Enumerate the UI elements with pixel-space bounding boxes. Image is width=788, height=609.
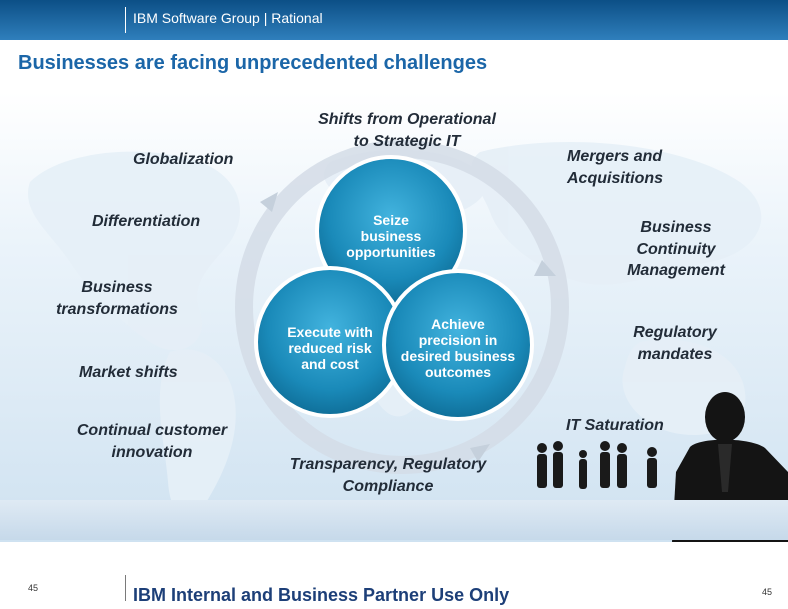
label-regulatory-mandates: Regulatory mandates: [633, 324, 717, 363]
circle-achieve: [382, 269, 534, 421]
label-business-transformations: Business transformations: [56, 279, 178, 318]
header-separator: [125, 7, 126, 33]
header-text: IBM Software Group | Rational: [133, 10, 323, 26]
world-map-background: [0, 92, 788, 542]
page-number-left: 45: [28, 583, 39, 593]
label-market-shifts: Market shifts: [79, 364, 178, 381]
footer-text: IBM Internal and Business Partner Use On…: [133, 585, 510, 605]
ring-arrow-bottom-icon: [470, 444, 490, 462]
bottom-band: [0, 500, 788, 540]
page-title: Businesses are facing unprecedented chal…: [18, 52, 488, 74]
label-globalization: Globalization: [133, 151, 234, 168]
header-band: [0, 0, 788, 40]
label-transparency-compliance: Transparency, Regulatory Compliance: [289, 456, 487, 495]
page-number-right: 45: [762, 587, 773, 597]
circle-text-execute: Execute with reduced risk and cost: [287, 324, 373, 373]
people-silhouettes-icon: [537, 441, 657, 489]
circle-text-seize: Seize business opportunities: [346, 212, 436, 261]
cycle-ring: [235, 140, 569, 474]
label-shifts-to-strategic-it: Shifts from Operational to Strategic IT: [318, 111, 496, 150]
ring-arrow-left-icon: [260, 192, 278, 212]
circle-text-achieve: Achieve precision in desired business ou…: [400, 316, 516, 381]
footer-separator: [125, 575, 126, 601]
label-differentiation: Differentiation: [92, 213, 201, 230]
label-it-saturation: IT Saturation: [566, 417, 664, 434]
label-mergers-acquisitions: Mergers and Acquisitions: [567, 148, 664, 187]
ring-arrow-right-icon: [534, 260, 556, 276]
label-continual-customer-innovation: Continual customer innovation: [76, 422, 228, 461]
world-map-icon: [28, 140, 788, 542]
label-business-continuity: Business Continuity Management: [627, 219, 725, 280]
